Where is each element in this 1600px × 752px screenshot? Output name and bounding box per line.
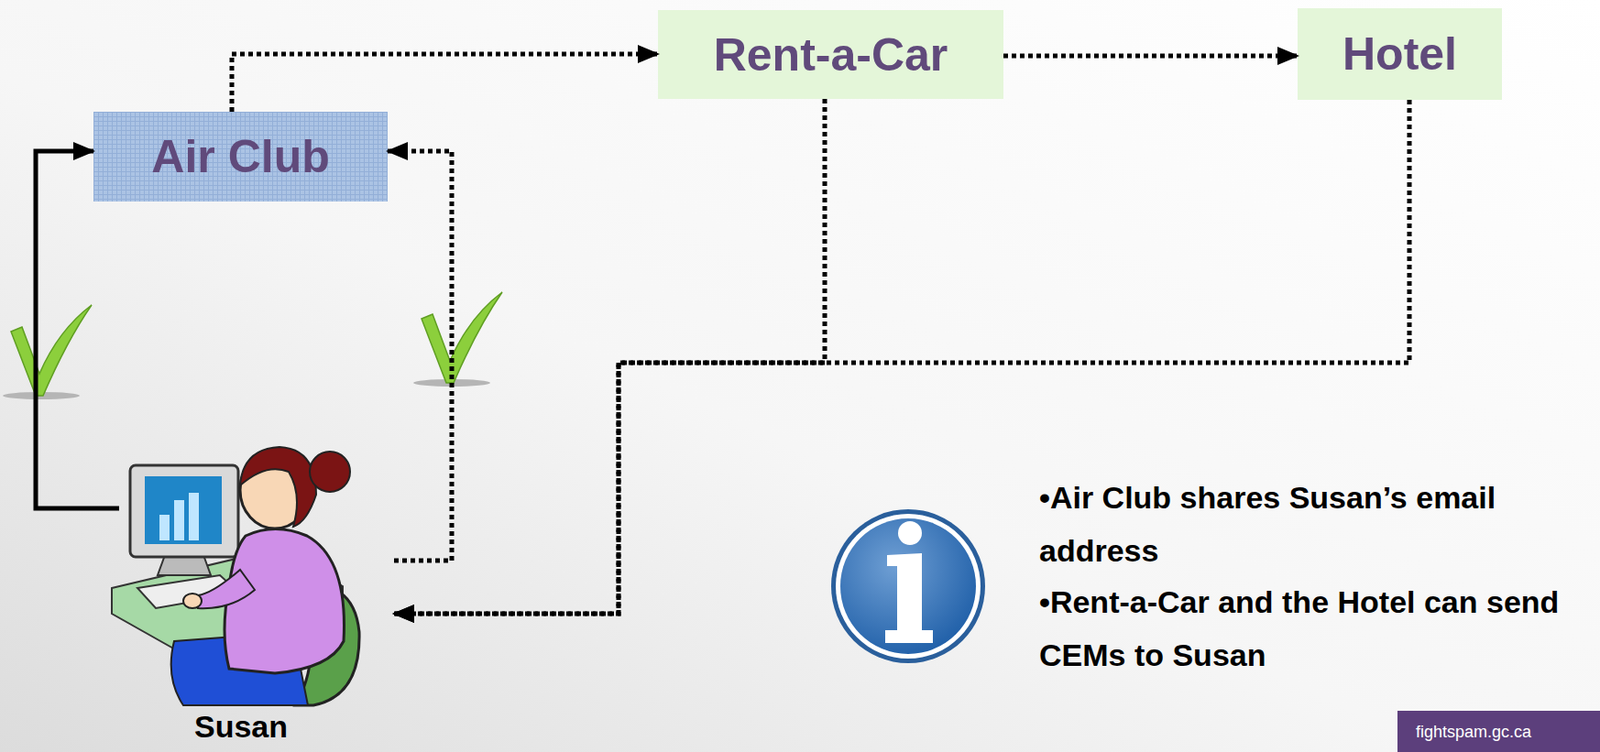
info-stem <box>885 553 933 644</box>
hair-bun <box>309 451 351 493</box>
node-label: Rent-a-Car <box>713 29 949 81</box>
person-node: Susan <box>119 449 395 752</box>
check-mark-shape <box>10 305 92 396</box>
info-disc <box>840 518 976 655</box>
check-mark-shape <box>421 292 503 384</box>
member-club-box: Air Club <box>93 111 388 202</box>
partner-box: Rent-a-Car <box>657 10 1004 99</box>
monitor-screen <box>144 476 222 545</box>
person-name: Susan <box>119 708 363 746</box>
watermark: fightspam.gc.ca <box>1397 711 1600 752</box>
dotted-arrow <box>1003 54 1298 59</box>
node-label: Air Club <box>151 131 329 183</box>
info-note: •Rent-a-Car and the Hotel can send CEMs … <box>1039 575 1600 682</box>
info-note: •Air Club shares Susan’s email address <box>1039 471 1600 578</box>
info-icon <box>831 509 986 664</box>
dotted-arrow <box>394 98 825 614</box>
check-mark <box>2 305 92 400</box>
monitor-case <box>130 465 239 558</box>
dotted-arrow <box>394 99 1410 614</box>
dotted-arrow <box>231 54 658 112</box>
info-white-ring <box>835 514 981 659</box>
shirt <box>224 529 345 675</box>
dotted-arrow <box>387 151 452 561</box>
arm <box>197 569 255 609</box>
info-outer-ring <box>831 509 986 664</box>
info-dot <box>898 521 922 546</box>
chart-bar <box>174 500 185 541</box>
node-label: Hotel <box>1342 28 1458 80</box>
solid-arrow <box>35 151 120 509</box>
hand <box>183 593 202 609</box>
check-mark <box>413 292 503 387</box>
chart-bar <box>159 515 170 541</box>
chart-bar <box>188 493 199 541</box>
partner-box: Hotel <box>1297 8 1502 100</box>
hair <box>240 447 317 527</box>
susan-illustration <box>111 447 360 706</box>
